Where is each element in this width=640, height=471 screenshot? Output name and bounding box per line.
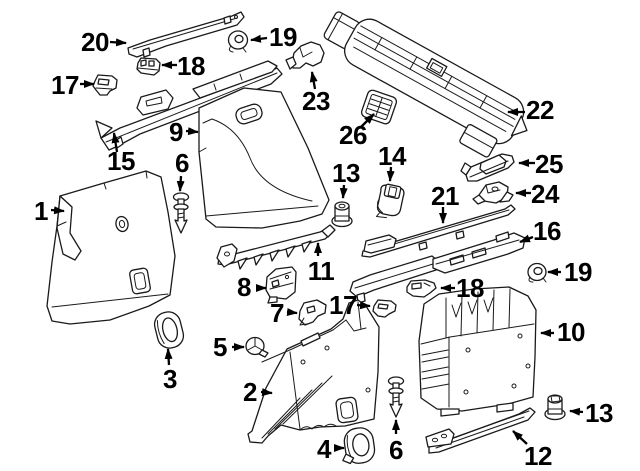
callout-label-10: 10 <box>557 317 585 347</box>
callout-label-25: 25 <box>535 149 563 179</box>
part-10-storage-compartment <box>418 286 537 417</box>
callout-label-22: 22 <box>526 95 554 125</box>
arrow-callout-2 <box>260 388 273 397</box>
part-18-clip-mid <box>406 279 437 298</box>
arrow-callout-13-right <box>569 407 584 416</box>
callout-label-17-mid: 17 <box>329 290 357 320</box>
arrow-callout-14 <box>386 166 395 182</box>
arrow-callout-15 <box>111 132 120 153</box>
arrow-callout-3 <box>164 348 173 366</box>
callout-label-5: 5 <box>213 332 227 362</box>
arrow-callout-16 <box>519 234 534 244</box>
callout-label-11: 11 <box>307 256 335 286</box>
callout-label-18-top: 18 <box>177 51 205 81</box>
callout-label-12: 12 <box>524 441 552 471</box>
arrow-callout-1 <box>50 206 65 215</box>
part-13-grommet-right <box>544 394 566 421</box>
part-9-upper-quarter-trim-panel <box>192 60 330 229</box>
callout-label-18-mid: 18 <box>456 273 484 303</box>
callout-arrows <box>50 34 584 452</box>
arrow-callout-13-mid <box>339 184 348 199</box>
part-23-bracket <box>285 41 325 70</box>
part-24-bracket <box>472 181 514 205</box>
callout-label-26: 26 <box>339 120 367 150</box>
callout-label-6-lower: 6 <box>389 435 403 465</box>
part-6-rivet-upper <box>172 192 190 234</box>
part-2-lower-quarter-trim-panel <box>247 299 380 444</box>
callout-label-6-upper: 6 <box>175 148 189 178</box>
part-18-clip-top <box>136 57 161 76</box>
callout-label-7: 7 <box>270 298 284 328</box>
callout-label-21: 21 <box>431 181 459 211</box>
callout-label-13-mid: 13 <box>332 158 360 188</box>
callout-label-16: 16 <box>533 216 561 246</box>
callout-label-24: 24 <box>531 179 559 209</box>
callout-label-8: 8 <box>237 272 251 302</box>
part-15-quarter-molding <box>95 67 283 151</box>
arrow-callout-12 <box>512 430 528 445</box>
part-17-clip-top <box>92 74 118 96</box>
arrow-callout-6-upper <box>176 175 185 192</box>
part-5-push-clip <box>245 336 269 358</box>
part-14-grommet <box>375 183 405 219</box>
part-12-sill-strip <box>425 407 536 454</box>
callout-label-17-top: 17 <box>51 70 79 100</box>
part-25-bracket <box>460 153 515 182</box>
part-8-bracket <box>265 266 297 304</box>
part-3-trim-bezel <box>153 311 185 349</box>
callout-label-9: 9 <box>169 117 183 147</box>
part-20-upper-molding <box>127 11 245 58</box>
part-1-quarter-trim-panel <box>46 170 176 325</box>
arrow-callout-17-mid <box>356 301 371 310</box>
arrow-callout-26 <box>360 113 375 128</box>
callout-label-23: 23 <box>302 86 330 116</box>
part-7-bracket <box>298 299 327 326</box>
callout-label-19-right: 19 <box>564 257 592 287</box>
callout-label-4: 4 <box>317 434 331 464</box>
part-13-grommet-mid <box>331 201 353 228</box>
callout-label-19-top: 19 <box>269 22 297 52</box>
arrow-callout-20 <box>109 38 127 47</box>
callout-label-14: 14 <box>378 141 406 171</box>
part-19-clip-right <box>527 262 547 283</box>
callout-label-15: 15 <box>107 146 135 176</box>
arrow-callout-23 <box>309 71 318 90</box>
part-21-sill-molding-strip <box>361 204 516 258</box>
callout-label-20: 20 <box>81 27 109 57</box>
arrow-callout-19-top <box>250 34 268 43</box>
callout-label-1: 1 <box>34 196 48 226</box>
part-11-serrated-rail <box>216 224 336 270</box>
part-4-trim-bezel-lower <box>342 427 376 465</box>
callout-label-13-right: 13 <box>585 398 613 428</box>
callout-label-2: 2 <box>243 377 257 407</box>
part-22-rear-panel <box>323 11 528 158</box>
part-16-rear-sill-plate <box>349 231 526 304</box>
part-19-clip-top <box>227 30 249 53</box>
callout-label-3: 3 <box>163 364 177 394</box>
part-17-clip-mid <box>372 299 397 318</box>
part-6-rivet-lower <box>387 376 405 418</box>
arrow-callout-9 <box>185 127 199 136</box>
arrow-callout-7 <box>286 308 298 316</box>
